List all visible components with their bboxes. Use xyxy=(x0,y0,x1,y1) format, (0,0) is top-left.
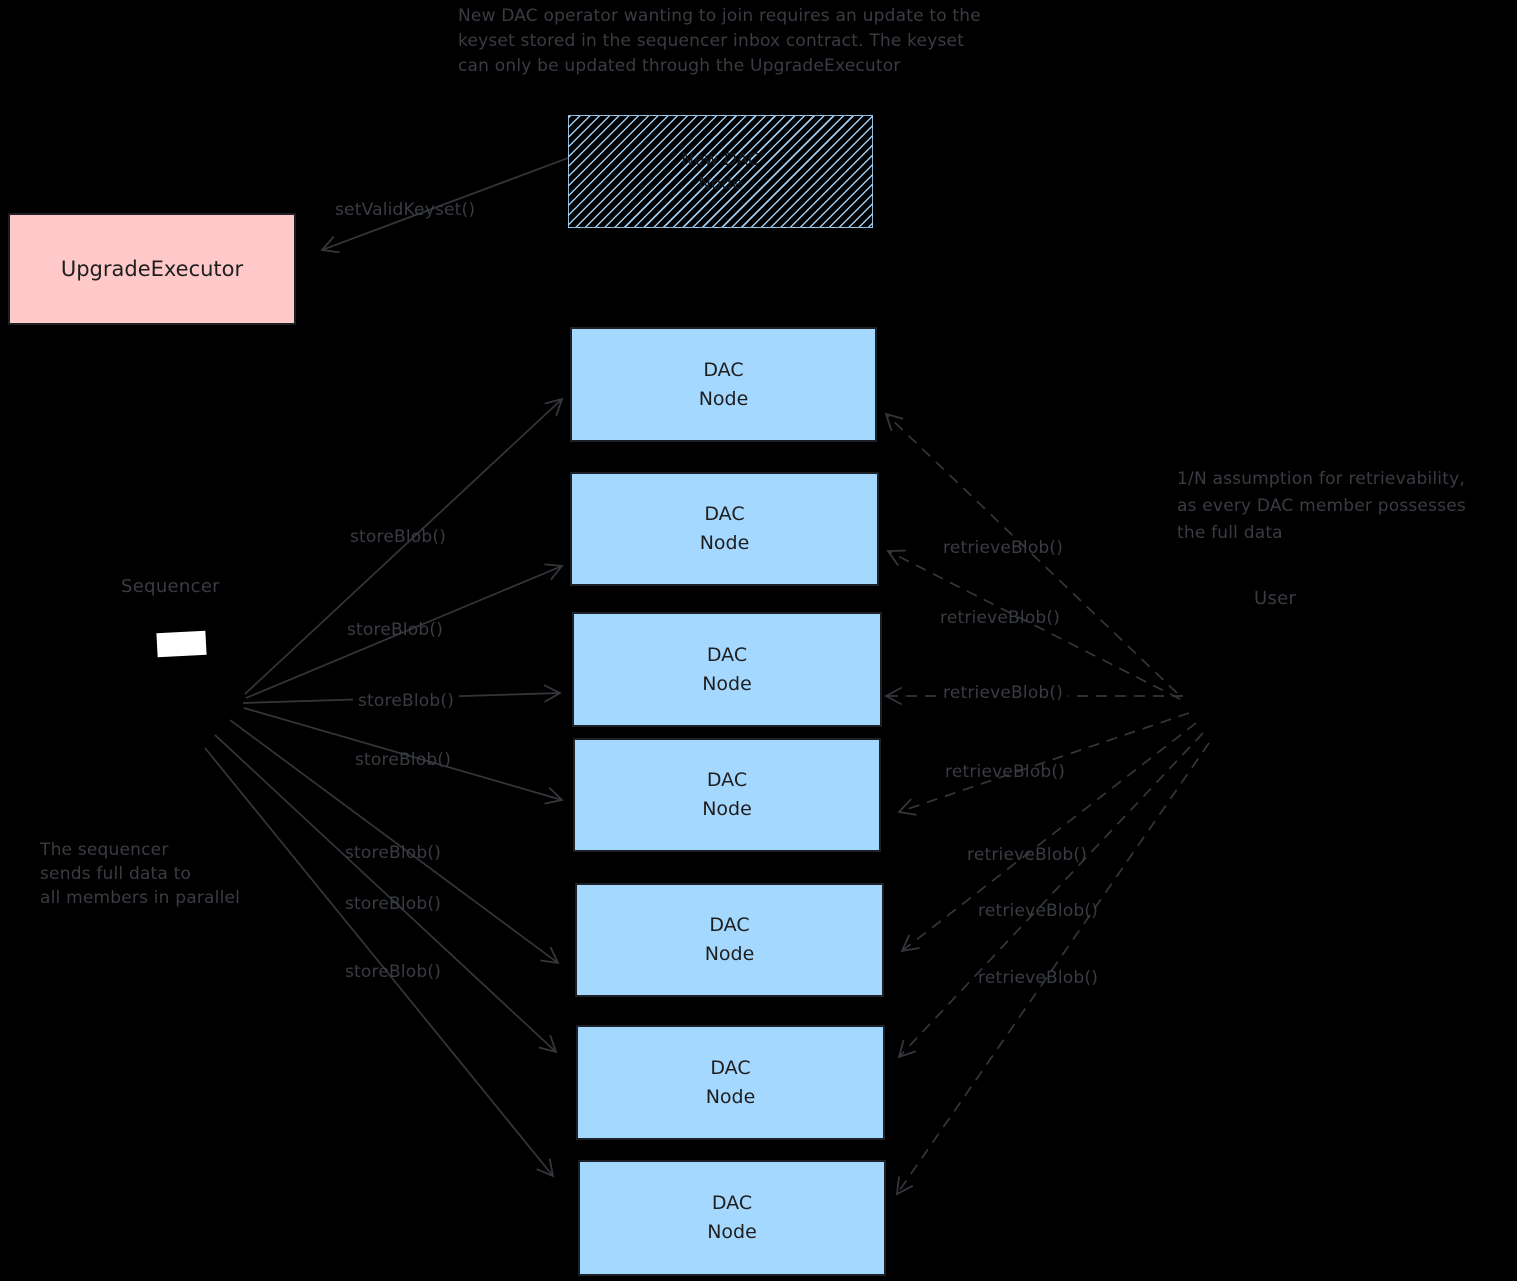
store-arrow xyxy=(229,719,560,965)
upgrade-executor-box: UpgradeExecutor xyxy=(8,213,296,325)
store-blob-label: storeBlob() xyxy=(355,750,452,770)
store-blob-label: storeBlob() xyxy=(353,691,460,711)
retrieve-blob-label: retrieveBlob() xyxy=(967,845,1088,865)
retrieve-arrow xyxy=(897,712,1190,816)
dac-node-box: DAC Node xyxy=(576,1025,885,1140)
sequencer-note: The sequencer sends full data to all mem… xyxy=(40,840,241,908)
new-dac-node-label: New DAC Node xyxy=(681,149,760,194)
store-blob-label: storeBlob() xyxy=(347,620,444,640)
dac-node-box: DAC Node xyxy=(570,327,877,442)
new-dac-node-box: New DAC Node xyxy=(568,115,873,228)
dac-node-box: DAC Node xyxy=(575,883,884,997)
sequencer-label: Sequencer xyxy=(121,576,220,597)
store-arrow xyxy=(244,397,564,695)
retrieve-blob-label: retrieveBlob() xyxy=(938,683,1069,703)
retrieve-blob-label: retrieveBlob() xyxy=(978,968,1099,988)
set-valid-keyset-label: setValidKeyset() xyxy=(335,200,476,220)
store-arrow xyxy=(243,707,564,805)
upgrade-executor-label: UpgradeExecutor xyxy=(60,257,244,281)
retrieve-arrow xyxy=(895,742,1210,1196)
store-blob-label: storeBlob() xyxy=(345,962,442,982)
store-arrow xyxy=(214,734,558,1054)
retrieve-blob-label: retrieveBlob() xyxy=(978,901,1099,921)
retrieve-blob-label: retrieveBlob() xyxy=(945,762,1066,782)
dac-node-box: DAC Node xyxy=(570,472,879,586)
retrieve-blob-label: retrieveBlob() xyxy=(943,538,1064,558)
user-label: User xyxy=(1254,588,1297,609)
store-blob-label: storeBlob() xyxy=(345,843,442,863)
store-arrow xyxy=(245,563,564,699)
store-blob-label: storeBlob() xyxy=(350,527,447,547)
set-valid-keyset-arrow xyxy=(320,157,569,254)
retrieve-arrow xyxy=(900,722,1197,953)
sequencer-batch-icon xyxy=(156,630,207,658)
dac-node-box: DAC Node xyxy=(578,1160,886,1276)
retrieve-arrow xyxy=(886,549,1181,700)
dac-node-box: DAC Node xyxy=(573,738,881,852)
keyset-update-note: New DAC operator wanting to join require… xyxy=(458,6,981,76)
retrieve-arrow xyxy=(884,412,1178,694)
retrieve-blob-label: retrieveBlob() xyxy=(940,608,1061,628)
retrieve-arrow xyxy=(897,732,1204,1059)
dac-node-box: DAC Node xyxy=(572,612,882,727)
retrievability-note: 1/N assumption for retrievability, as ev… xyxy=(1177,469,1466,543)
store-arrow xyxy=(204,747,555,1178)
store-blob-label: storeBlob() xyxy=(345,894,442,914)
